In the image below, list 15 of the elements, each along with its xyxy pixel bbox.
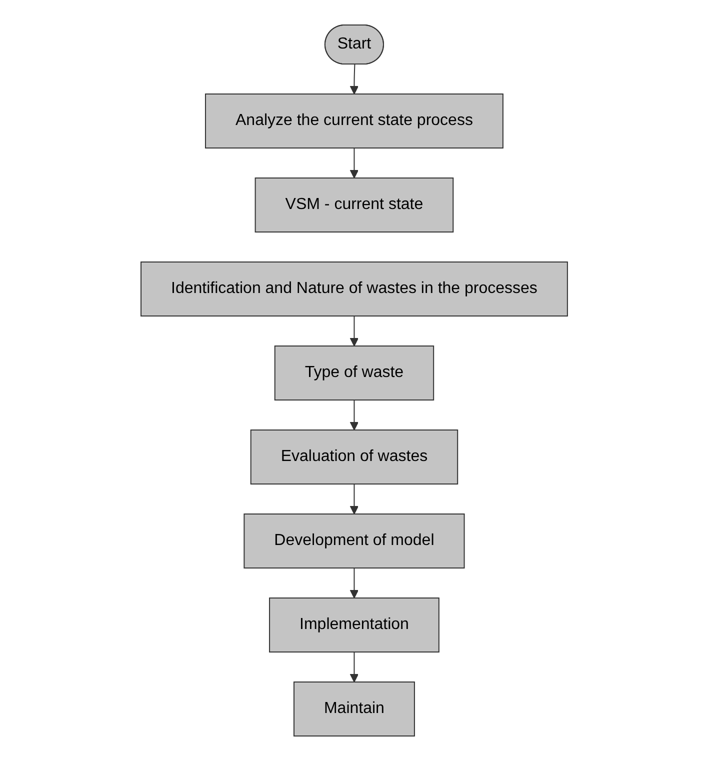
node-box: Maintain <box>294 681 416 736</box>
arrow <box>350 147 359 178</box>
arrow <box>350 483 359 514</box>
arrow <box>350 64 359 94</box>
arrow <box>350 315 359 346</box>
arrow <box>350 567 359 598</box>
node-box: Evaluation of wastes <box>250 429 458 484</box>
node-box: Identification and Nature of wastes in the processes <box>140 261 568 316</box>
arrow <box>350 651 359 682</box>
node-box: Development of model <box>244 513 466 568</box>
node-box: VSM - current state <box>255 177 454 232</box>
node-box: Implementation <box>269 597 440 652</box>
node-box: Analyze the current state process <box>205 93 504 148</box>
arrow <box>350 399 359 430</box>
node-box: Type of waste <box>274 345 434 400</box>
